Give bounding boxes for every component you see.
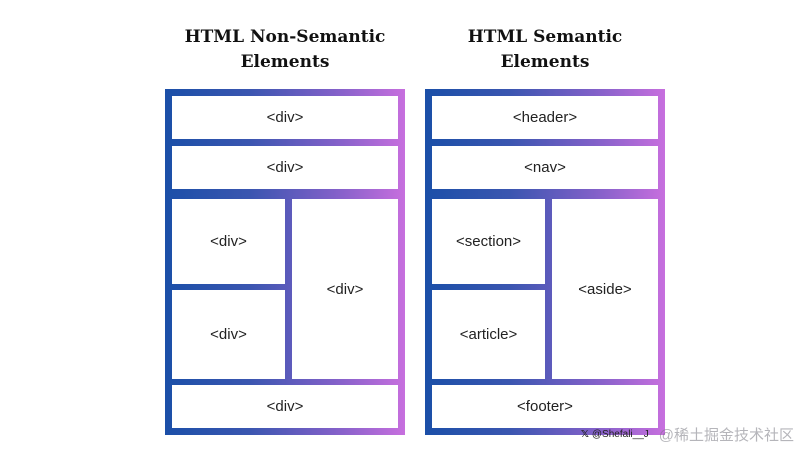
article-box: <article>	[432, 290, 545, 379]
section-box: <section>	[432, 199, 545, 284]
div-row-2: <div>	[172, 146, 398, 189]
nav-box: <nav>	[432, 146, 658, 189]
x-logo-icon: 𝕏	[580, 429, 589, 440]
author-credit: 𝕏@Shefali__J	[581, 429, 649, 440]
semantic-title: HTML Semantic Elements	[425, 25, 665, 75]
div-footer-row: <div>	[172, 385, 398, 428]
author-handle: @Shefali__J	[591, 429, 649, 440]
non-semantic-title-line1: HTML Non-Semantic	[184, 27, 386, 47]
non-semantic-layout-frame: <div> <div> <div> <div> <div> <div>	[165, 89, 405, 435]
semantic-title-line1: HTML Semantic	[467, 27, 623, 47]
non-semantic-title-line2: Elements	[240, 52, 330, 72]
header-box: <header>	[432, 96, 658, 139]
aside-box: <aside>	[552, 199, 658, 379]
div-row-1: <div>	[172, 96, 398, 139]
site-watermark: @稀土掘金技术社区	[658, 427, 794, 444]
footer-box: <footer>	[432, 385, 658, 428]
semantic-title-line2: Elements	[500, 52, 590, 72]
div-left-top: <div>	[172, 199, 285, 284]
watermark: 𝕏@Shefali__J @稀土掘金技术社区	[581, 424, 794, 445]
semantic-layout-frame: <header> <nav> <section> <article> <asid…	[425, 89, 665, 435]
div-right-column: <div>	[292, 199, 398, 379]
div-left-bottom: <div>	[172, 290, 285, 379]
non-semantic-title: HTML Non-Semantic Elements	[165, 25, 405, 75]
